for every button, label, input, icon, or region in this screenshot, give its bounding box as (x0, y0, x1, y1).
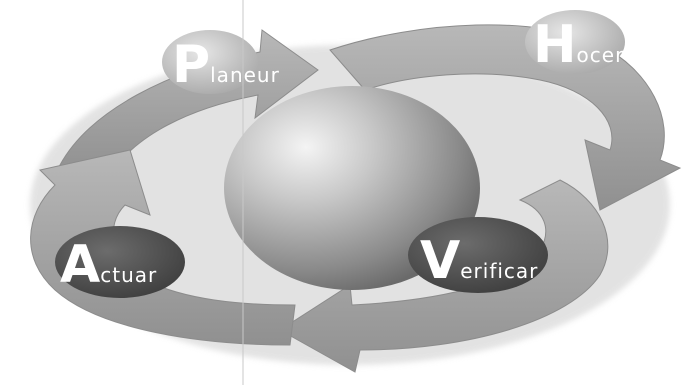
badge-actuar: Actuar (55, 226, 185, 298)
badge-hacer: Hocer (525, 10, 625, 75)
badge-verificar: Verificar (408, 217, 548, 293)
